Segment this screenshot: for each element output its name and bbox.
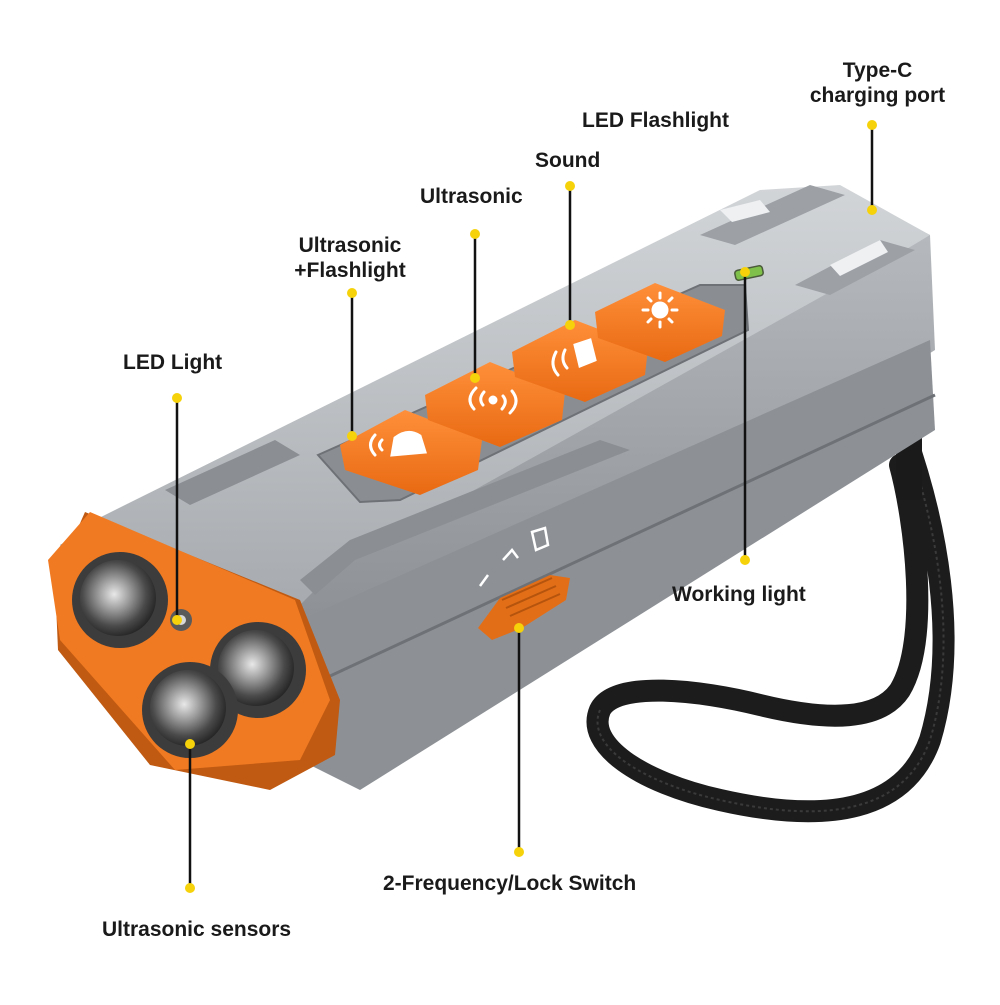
- type-c-port-label-line1: Type-C: [842, 59, 913, 82]
- sound-label: Sound: [535, 149, 601, 172]
- sun-flashlight-icon: [641, 291, 679, 329]
- frequency-lock-switch-label: 2-Frequency/Lock Switch: [383, 872, 637, 895]
- type-c-port-label-line2: charging port: [809, 84, 946, 107]
- type-c-port-label: Type-C charging port: [800, 58, 955, 108]
- ultrasonic-label: Ultrasonic: [420, 185, 523, 208]
- ultrasonic-flashlight-label-line2: +Flashlight: [294, 259, 406, 282]
- ultrasonic-flashlight-button[interactable]: [340, 410, 482, 495]
- callout-lines: [175, 125, 874, 888]
- ultrasonic-sensor-lens-top: [72, 552, 168, 648]
- ultrasonic-waves-icon: [468, 386, 518, 415]
- bell-waves-icon: [369, 431, 427, 457]
- ultrasonic-sensor-lens-bottom: [142, 662, 238, 758]
- led-light-label: LED Light: [123, 351, 223, 374]
- front-face: [48, 512, 340, 790]
- ultrasonic-button[interactable]: [425, 362, 565, 447]
- horn-sound-icon: [551, 338, 597, 377]
- ultrasonic-flashlight-label-line1: Ultrasonic: [298, 234, 402, 257]
- led-flashlight-label: LED Flashlight: [582, 109, 729, 132]
- callout-dots: [172, 120, 877, 893]
- working-light-label: Working light: [672, 583, 806, 606]
- ultrasonic-sensors-label: Ultrasonic sensors: [102, 918, 292, 941]
- frequency-lock-marks-icon: [478, 526, 550, 587]
- frequency-lock-switch[interactable]: [478, 575, 570, 640]
- led-flashlight-button[interactable]: [595, 283, 725, 362]
- mode-buttons: [340, 283, 725, 495]
- ultrasonic-flashlight-label: Ultrasonic +Flashlight: [280, 233, 420, 283]
